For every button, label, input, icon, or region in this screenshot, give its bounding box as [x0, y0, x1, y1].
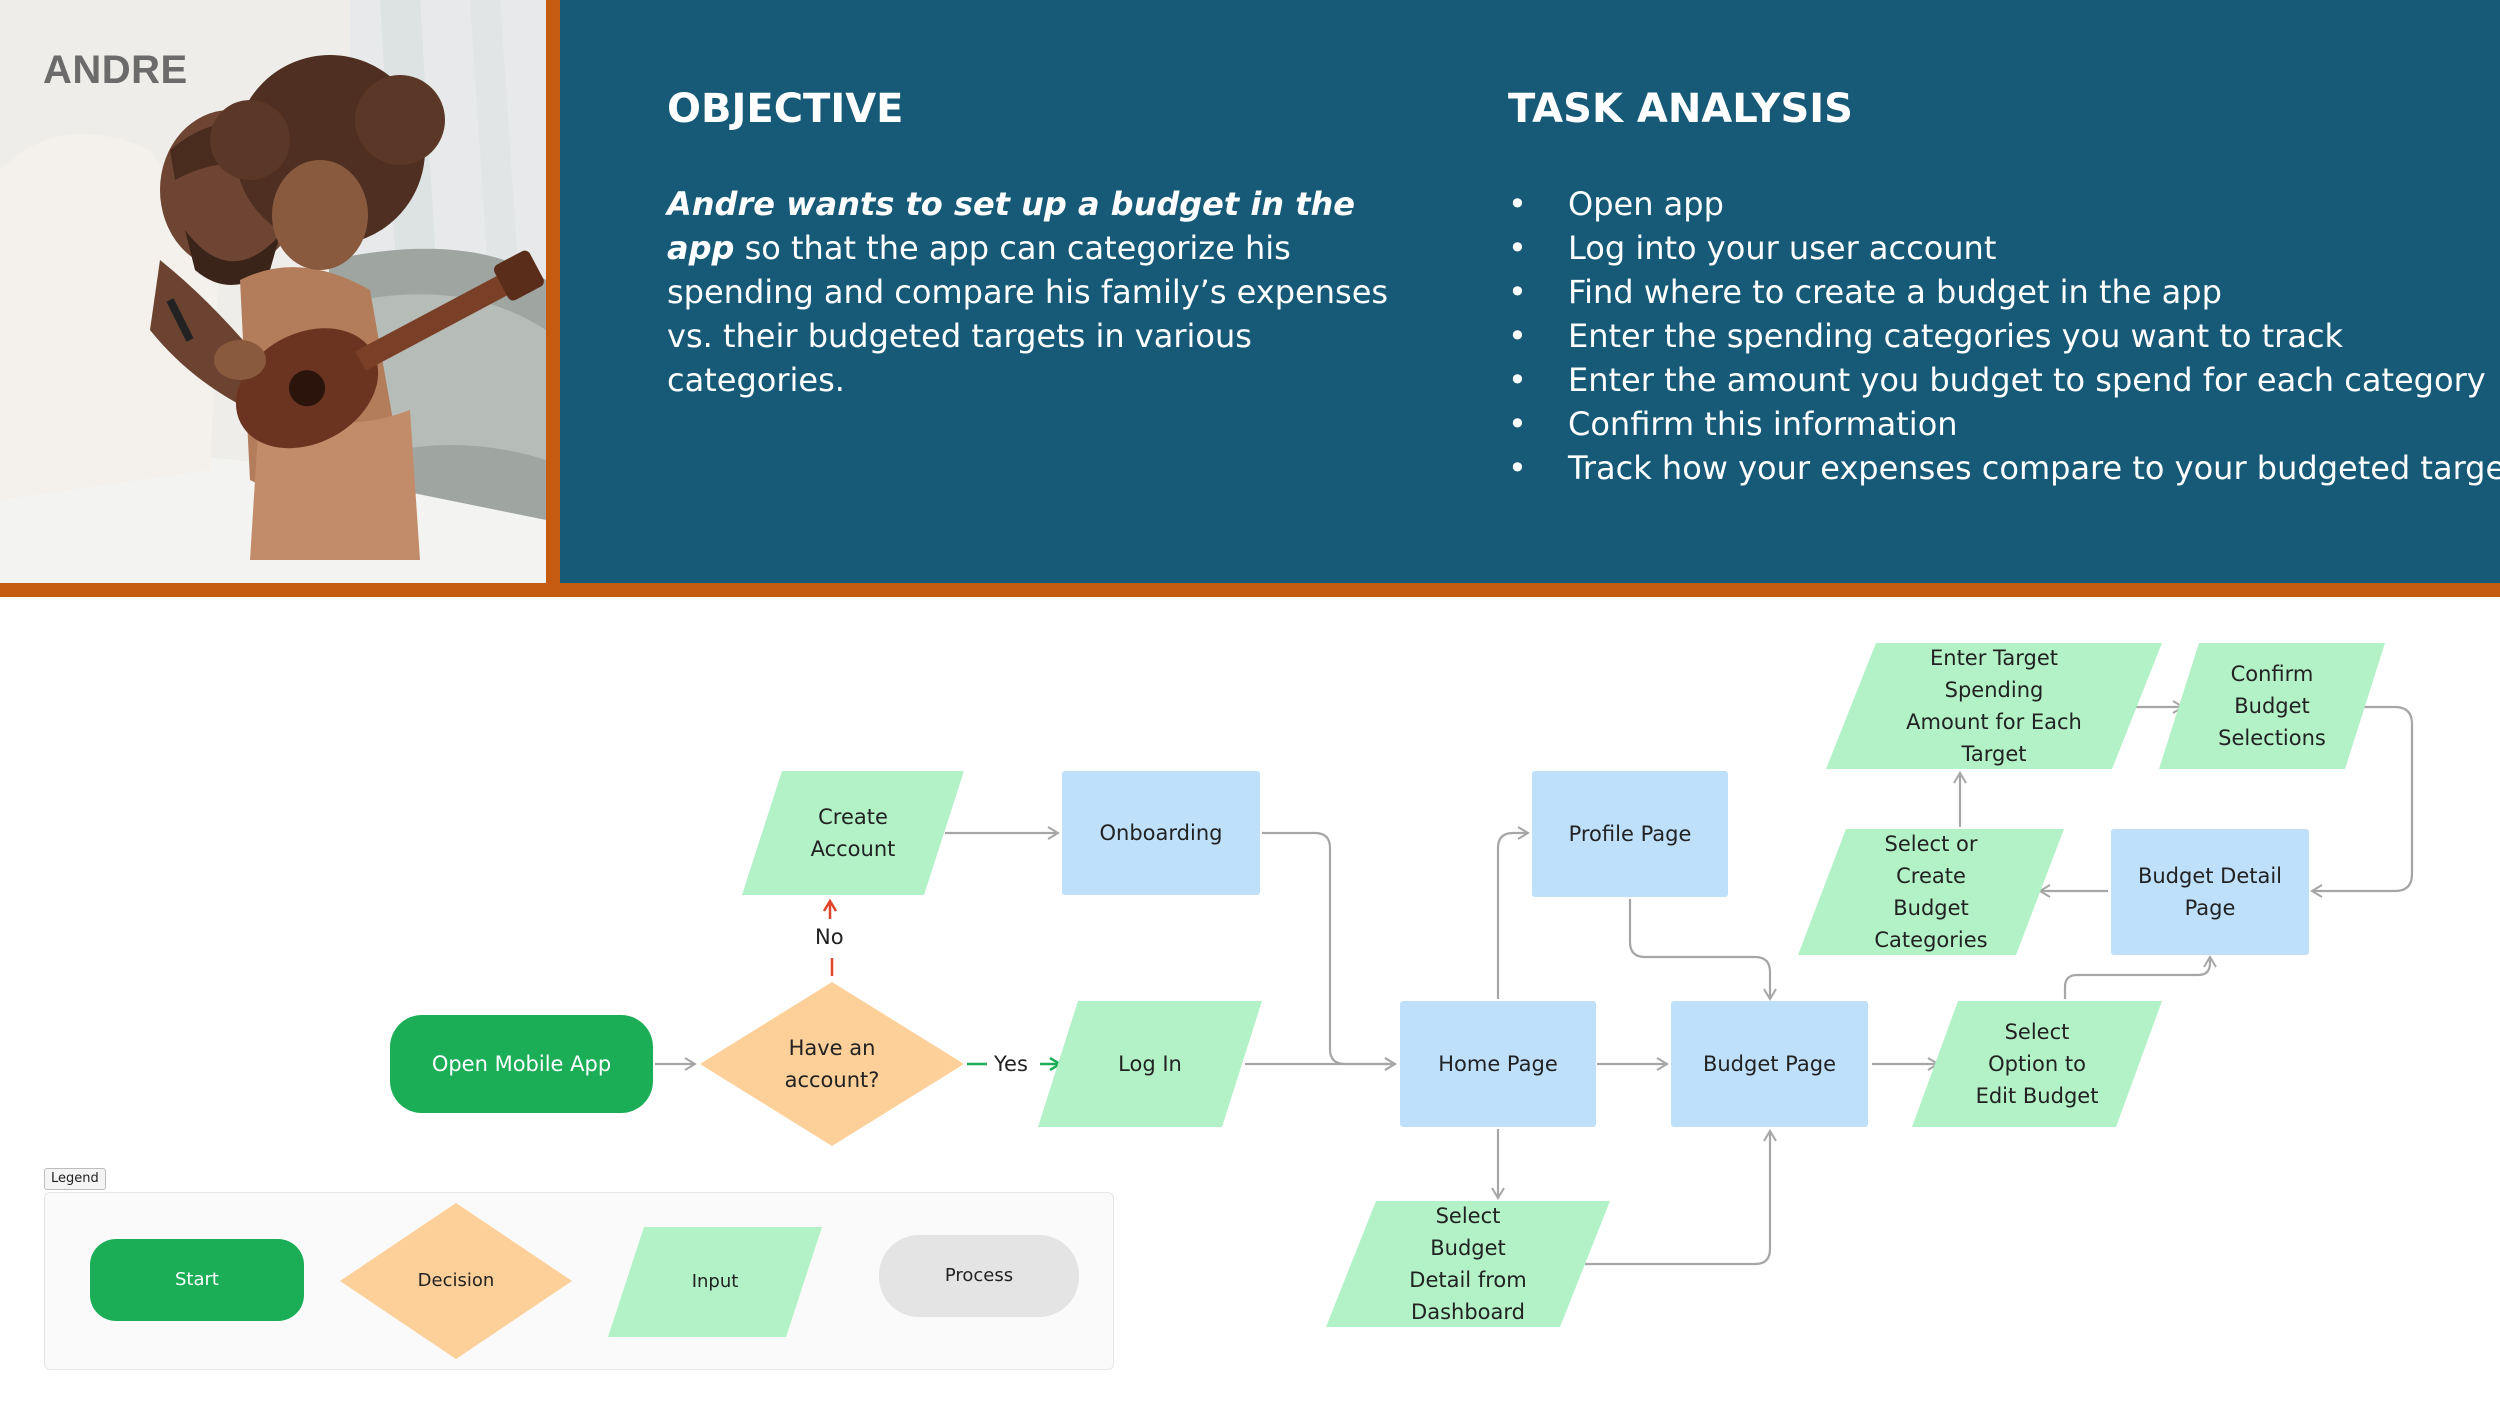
input-parallelogram: [1038, 1001, 1262, 1127]
node-onboarding: Onboarding: [1062, 771, 1260, 895]
input-parallelogram: [1826, 643, 2162, 769]
father-daughter-ukulele-illustration: [0, 0, 546, 583]
input-parallelogram: [742, 771, 964, 895]
persona-photo: ANDRE: [0, 0, 546, 583]
node-have-account-label: Have an account?: [784, 1036, 880, 1092]
task-item-label: Find where to create a budget in the app: [1568, 273, 2222, 311]
legend-decision: Decision: [338, 1201, 574, 1361]
edge-profile-to-budget: [1628, 899, 1777, 1001]
node-budget-detail-page: Budget Detail Page: [2111, 829, 2309, 955]
input-parallelogram: [2159, 643, 2385, 769]
node-open-mobile-app: Open Mobile App: [390, 1015, 653, 1113]
edge-confirm-to-detail: [2310, 705, 2414, 898]
bullet: •: [1508, 317, 1527, 355]
input-parallelogram: [1798, 829, 2064, 955]
legend-input-parallelogram: [608, 1227, 822, 1337]
objective-body: so that the app can categorize his spend…: [667, 229, 1389, 399]
node-enter-target-amount-label: Enter Target Spending Amount for Each Ta…: [1906, 646, 2082, 766]
legend-decision-diamond: [340, 1203, 572, 1359]
node-select-create-categories: Select or Create Budget Categories: [1798, 829, 2064, 955]
node-select-option-edit: Select Option to Edit Budget: [1912, 1001, 2162, 1127]
bullet: •: [1508, 405, 1527, 443]
node-create-account-label: Create Account: [810, 805, 896, 861]
objective-paragraph: Andre wants to set up a budget in the ap…: [667, 182, 1407, 402]
legend-input: Input: [608, 1227, 822, 1337]
node-log-in-label: Log In: [1118, 1052, 1182, 1076]
legend-panel: Start Decision Input Process: [44, 1192, 1114, 1370]
edge-label-no: No: [815, 925, 844, 949]
task-item: • Enter the amount you budget to spend fo…: [1508, 358, 2500, 402]
input-parallelogram: [1326, 1201, 1610, 1327]
task-item-label: Open app: [1568, 185, 1724, 223]
objective-heading: OBJECTIVE: [667, 86, 904, 132]
user-flow-diagram: Open Mobile App Have an account? No Yes …: [0, 597, 2500, 1406]
task-item: • Find where to create a budget in the ap…: [1508, 270, 2500, 314]
legend-decision-label: Decision: [417, 1270, 495, 1291]
node-log-in: Log In: [1038, 1001, 1262, 1127]
banner-bottom-rule: [0, 583, 2500, 597]
flow-connectors: [655, 700, 2414, 1266]
task-item-label: Enter the amount you budget to spend for…: [1568, 361, 2486, 399]
node-select-budget-detail: Select Budget Detail from Dashboard: [1326, 1201, 1610, 1327]
legend-start: Start: [90, 1239, 304, 1321]
node-have-account: Have an account?: [698, 980, 966, 1148]
task-item: • Open app: [1508, 182, 2500, 226]
legend-process: Process: [879, 1235, 1079, 1317]
node-confirm-selections: Confirm Budget Selections: [2159, 643, 2385, 769]
node-select-option-edit-label: Select Option to Edit Budget: [1975, 1020, 2099, 1108]
legend-input-label: Input: [691, 1271, 739, 1292]
node-budget-page: Budget Page: [1671, 1001, 1868, 1127]
task-item-label: Log into your user account: [1568, 229, 1997, 267]
node-select-create-categories-label: Select or Create Budget Categories: [1874, 832, 1988, 952]
task-analysis-heading: TASK ANALYSIS: [1508, 86, 1853, 132]
node-confirm-selections-label: Confirm Budget Selections: [2218, 662, 2326, 750]
task-item-label: Enter the spending categories you want t…: [1568, 317, 2344, 355]
legend-tag: Legend: [44, 1168, 106, 1190]
bullet: •: [1508, 229, 1527, 267]
task-item: • Log into your user account: [1508, 226, 2500, 270]
bullet: •: [1508, 273, 1527, 311]
task-analysis-list: • Open app • Log into your user account • F…: [1508, 182, 2500, 490]
node-profile-page: Profile Page: [1532, 771, 1728, 897]
decision-diamond: [700, 982, 964, 1146]
task-item-label: Track how your expenses compare to your …: [1568, 449, 2500, 487]
photo-divider: [546, 0, 560, 583]
bullet: •: [1508, 361, 1527, 399]
objective-emphasis: Andre wants to set up a budget in the ap…: [667, 185, 1355, 267]
node-create-account: Create Account: [742, 771, 964, 895]
edge-label-yes: Yes: [994, 1052, 1028, 1076]
task-item: • Confirm this information: [1508, 402, 2500, 446]
node-home-page: Home Page: [1400, 1001, 1596, 1127]
input-parallelogram: [1912, 1001, 2162, 1127]
node-enter-target-amount: Enter Target Spending Amount for Each Ta…: [1826, 643, 2162, 769]
objective-banner: [560, 0, 2500, 583]
edge-select-option-to-detail: [2063, 955, 2217, 999]
task-item: • Track how your expenses compare to your…: [1508, 446, 2500, 490]
node-select-budget-detail-label: Select Budget Detail from Dashboard: [1409, 1204, 1527, 1324]
edge-select-detail-to-budget: [1585, 1129, 1777, 1266]
bullet: •: [1508, 185, 1527, 223]
task-item-label: Confirm this information: [1568, 405, 1958, 443]
task-item: • Enter the spending categories you want …: [1508, 314, 2500, 358]
bullet: •: [1508, 449, 1527, 487]
edge-onboarding-to-home: [1262, 831, 1397, 1071]
persona-name: ANDRE: [43, 48, 188, 92]
edge-home-to-profile: [1496, 826, 1530, 999]
